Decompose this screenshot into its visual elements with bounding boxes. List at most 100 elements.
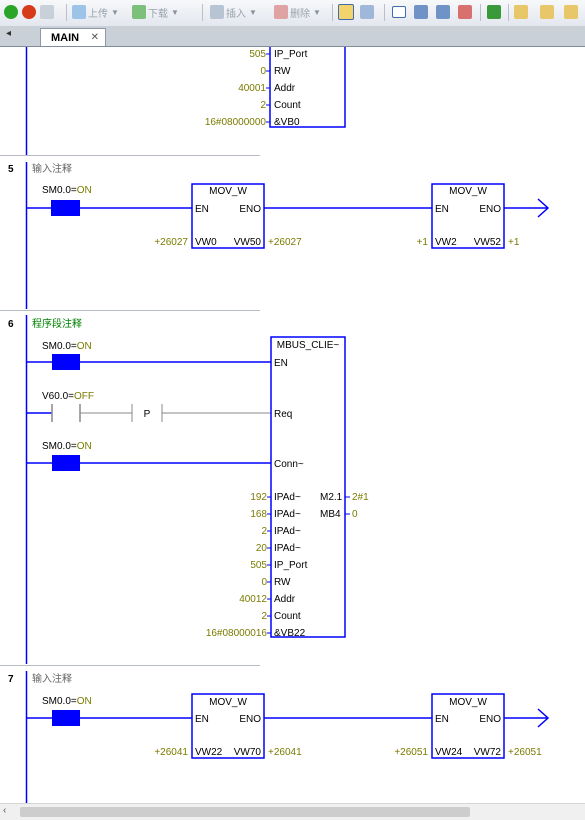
param-value: 505	[249, 49, 266, 60]
pin-en: EN	[195, 714, 209, 725]
param-name: &VB0	[274, 117, 300, 128]
pin-in: VW2	[435, 237, 457, 248]
param-row: 16#08000016&VB22	[206, 628, 306, 639]
tab-bar: ◂ MAIN ✕	[0, 26, 585, 47]
param-row: 505 IP_Port	[249, 49, 307, 60]
rung-end-arrow	[537, 708, 550, 728]
network-6[interactable]: 6 程序段注释 SM0.0=ON V60.0=OFF P SM0.0=ON MB…	[0, 310, 369, 640]
param-name: IP_Port	[274, 560, 308, 571]
unlock-icon[interactable]	[540, 4, 554, 20]
scrollbar-thumb[interactable]	[20, 807, 470, 817]
pin-out: VW52	[474, 237, 502, 248]
network-comment[interactable]: 输入注释	[32, 672, 72, 685]
param-value: 16#08000000	[205, 117, 267, 128]
contact-no[interactable]	[52, 200, 80, 216]
out1-value: 2#1	[352, 492, 369, 503]
toolbar-separator	[508, 4, 509, 21]
contact-name[interactable]: SM0.0=ON	[42, 696, 92, 707]
param-value: 16#08000016	[206, 628, 268, 639]
contact-name[interactable]: SM0.0=ON	[42, 341, 92, 352]
p-contact-label: P	[144, 409, 151, 420]
delete-icon	[274, 5, 288, 19]
in-value: +26051	[394, 747, 428, 758]
mov-w-box[interactable]	[431, 693, 505, 759]
out2-value: 0	[352, 509, 358, 520]
run-icon[interactable]	[4, 4, 18, 20]
network-5[interactable]: 5 输入注释 SM0.0=ON MOV_W EN ENO VW0 VW50 +2…	[0, 155, 550, 249]
param-name: Count	[274, 100, 301, 111]
arrow-right-icon[interactable]	[436, 4, 450, 20]
mov-w-box[interactable]	[191, 183, 265, 249]
contact-name[interactable]: SM0.0=ON	[42, 441, 92, 452]
param-name: RW	[274, 66, 291, 77]
box-title: MOV_W	[209, 697, 247, 708]
network-partial: 505 IP_Port 0 RW 40001 Addr 2 Count 16#0…	[205, 42, 346, 128]
box-title: MBUS_CLIE~	[277, 340, 340, 351]
pin-en: EN	[195, 204, 209, 215]
close-icon[interactable]: ✕	[90, 32, 99, 43]
network-number: 7	[8, 674, 14, 685]
param-value: 40012	[239, 594, 267, 605]
clear-icon[interactable]	[458, 4, 472, 20]
chevron-down-icon: ▼	[313, 7, 321, 17]
contact-state: ON	[77, 185, 92, 196]
tab-scroll-left-icon[interactable]: ◂	[6, 28, 12, 39]
horizontal-scrollbar[interactable]: ‹	[0, 803, 585, 820]
contact-address: SM0.0	[42, 185, 71, 196]
download-button[interactable]: 下载 ▼	[132, 4, 179, 20]
box-title: MOV_W	[209, 186, 247, 197]
mov-w-box[interactable]	[191, 693, 265, 759]
lock-add-icon[interactable]	[564, 4, 578, 20]
param-name: IPAd~	[274, 526, 301, 537]
network-number: 6	[8, 319, 14, 330]
lock-icon[interactable]	[514, 4, 528, 20]
param-value: 505	[250, 560, 267, 571]
pin-in: VW24	[435, 747, 463, 758]
network-comment[interactable]: 输入注释	[32, 162, 72, 175]
pin-conn: Conn~	[274, 459, 304, 470]
export-icon[interactable]	[487, 4, 501, 20]
pin-out: VW50	[234, 237, 262, 248]
network-view-icon[interactable]	[338, 4, 354, 20]
stop-icon[interactable]	[22, 4, 36, 20]
contact-name[interactable]: V60.0=OFF	[42, 391, 94, 402]
upload-button[interactable]: 上传 ▼	[72, 4, 119, 20]
upload-icon	[72, 5, 86, 19]
out-value: +1	[508, 237, 520, 248]
out-value: +26041	[268, 747, 302, 758]
param-row: 2 Count	[260, 100, 300, 111]
param-value: 2	[261, 611, 267, 622]
scroll-left-icon[interactable]: ‹	[3, 805, 7, 816]
contact-no[interactable]	[52, 354, 80, 370]
compile-icon[interactable]	[40, 4, 54, 20]
tab-main-label: MAIN	[51, 31, 80, 44]
arrow-left-icon[interactable]	[414, 4, 428, 20]
param-name: IPAd~	[274, 492, 301, 503]
pin-in: VW0	[195, 237, 217, 248]
network-comment[interactable]: 程序段注释	[32, 317, 82, 330]
network-view2-icon[interactable]	[360, 4, 374, 20]
out-value: +26027	[268, 237, 302, 248]
mbus-client-box[interactable]	[270, 336, 346, 638]
param-name: Count	[274, 611, 301, 622]
contact-name[interactable]: SM0.0=ON	[42, 185, 92, 196]
pin-eno: ENO	[479, 204, 501, 215]
tab-main[interactable]: MAIN ✕	[40, 28, 106, 46]
param-row: 2 Count	[261, 611, 300, 622]
insert-label: 插入	[226, 8, 246, 20]
box-icon[interactable]	[392, 4, 406, 20]
ladder-editor[interactable]: 505 IP_Port 0 RW 40001 Addr 2 Count 16#0…	[0, 42, 585, 803]
mov-w-box[interactable]	[431, 183, 505, 249]
contact-no[interactable]	[52, 710, 80, 726]
param-value: 2	[261, 526, 267, 537]
param-value: 40001	[238, 83, 266, 94]
delete-button[interactable]: 删除 ▼	[274, 4, 321, 20]
main-toolbar: 上传 ▼ 下载 ▼ 插入 ▼ 删除 ▼	[0, 0, 585, 27]
contact-no[interactable]	[52, 455, 80, 471]
toolbar-separator	[66, 4, 67, 21]
insert-button[interactable]: 插入 ▼	[210, 4, 257, 20]
network-7[interactable]: 7 输入注释 SM0.0=ON MOV_W EN ENO VW22 VW70 +…	[0, 665, 550, 759]
